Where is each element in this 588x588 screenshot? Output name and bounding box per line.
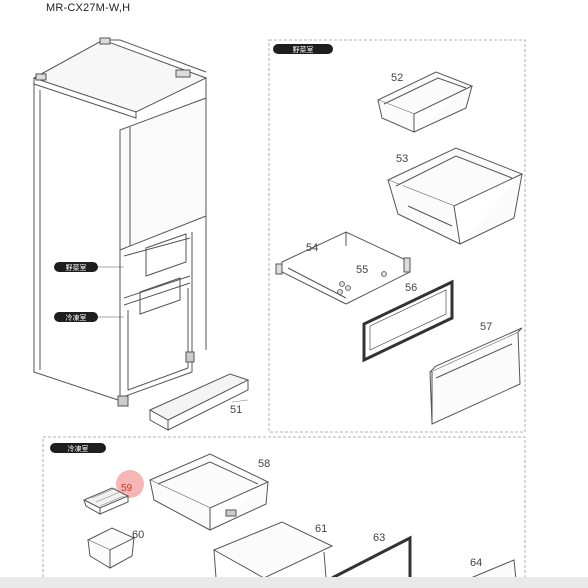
svg-text:冷凍室: 冷凍室 <box>66 313 87 322</box>
vegetable-compartment-callout: 野菜室 <box>54 262 124 272</box>
vegetable-section-box <box>268 39 526 433</box>
part-number-52: 52 <box>391 72 403 84</box>
part-52-tray <box>376 71 474 133</box>
part-61-drawer <box>212 521 334 579</box>
model-number: MR-CX27M-W,H <box>46 2 131 14</box>
svg-text:冷凍室: 冷凍室 <box>68 444 89 453</box>
part-number-57: 57 <box>480 321 492 333</box>
part-56-gasket <box>362 279 454 363</box>
part-number-55: 55 <box>356 264 368 276</box>
part-55-screws <box>337 271 387 295</box>
part-57-door-panel <box>429 327 523 425</box>
part-53-drawer <box>386 147 524 245</box>
part-number-59: 59 <box>121 483 133 494</box>
part-63-frame <box>331 535 412 580</box>
part-58-basket <box>148 453 270 531</box>
refrigerator-illustration <box>32 37 250 431</box>
part-60-box <box>86 527 136 569</box>
part-number-61: 61 <box>315 523 327 535</box>
freezer-section-label: 冷凍室 <box>50 443 106 453</box>
part-number-64: 64 <box>470 557 482 569</box>
part-64-panel <box>465 559 517 581</box>
part-number-63: 63 <box>373 532 385 544</box>
part-59-ice-tray <box>82 470 144 515</box>
freezer-compartment-callout: 冷凍室 <box>54 312 124 322</box>
vegetable-section-label: 野菜室 <box>273 44 333 54</box>
part-number-60: 60 <box>132 529 144 541</box>
viewer-bottom-bar <box>0 577 588 588</box>
part-number-53: 53 <box>396 153 408 165</box>
part-number-56: 56 <box>405 282 417 294</box>
part-number-54: 54 <box>306 242 318 254</box>
svg-text:野菜室: 野菜室 <box>66 263 87 272</box>
part-number-51: 51 <box>230 404 242 416</box>
part-number-58: 58 <box>258 458 270 470</box>
svg-text:野菜室: 野菜室 <box>293 45 314 54</box>
part-54-rail <box>275 231 411 305</box>
